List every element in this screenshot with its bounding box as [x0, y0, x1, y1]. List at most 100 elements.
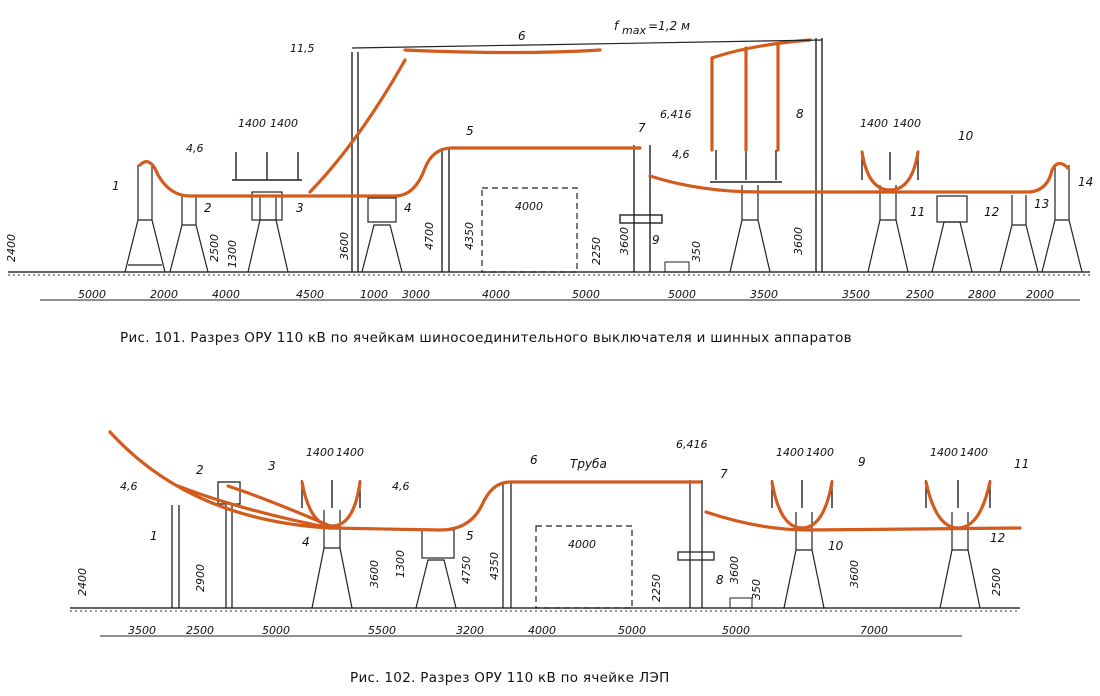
figure-101: f max =1,2 м 11,5 1 2 3 4 5 6 7 8 9 10 1… — [5, 19, 1093, 301]
height-3600-a: 3600 — [368, 560, 381, 588]
clearance-right: 4,6 — [672, 148, 690, 161]
spacing-a2: 1400 — [336, 446, 364, 459]
callout-14: 14 — [1078, 175, 1093, 189]
callout-13: 13 — [1034, 197, 1049, 211]
span-8: 5000 — [722, 624, 750, 637]
span-11: 3500 — [842, 288, 870, 301]
height-3600-b: 3600 — [728, 556, 741, 584]
height-2400: 2400 — [5, 234, 18, 262]
height-2250: 2250 — [590, 237, 603, 265]
equipment-zone-101 — [481, 187, 578, 273]
callouts-102: 1 2 3 4 5 6 7 8 9 10 11 12 — [150, 453, 1029, 587]
cable-box-101 — [664, 261, 690, 273]
overhead-span-101 — [351, 39, 823, 49]
spacing-b1: 1400 — [776, 446, 804, 459]
spacing-labels-102: 1400 1400 1400 1400 1400 1400 4,6 4,6 6,… — [120, 438, 988, 551]
sag-value: =1,2 м — [648, 19, 690, 33]
clearance-left-102: 4,6 — [120, 480, 138, 493]
spacing-left-b: 1400 — [270, 117, 298, 130]
height-3600-c: 3600 — [792, 227, 805, 255]
portal-poles-101 — [351, 38, 823, 272]
callout-5: 5 — [466, 124, 474, 138]
height-2250: 2250 — [650, 574, 663, 602]
spacing-c1: 1400 — [930, 446, 958, 459]
span-3: 4000 — [212, 288, 240, 301]
height-1300: 1300 — [394, 550, 407, 578]
span-10: 3500 — [750, 288, 778, 301]
spacing-a1: 1400 — [306, 446, 334, 459]
height-2500: 2500 — [990, 568, 1003, 596]
busbar-conductors-102 — [108, 430, 1022, 532]
callout-4: 4 — [302, 535, 310, 549]
span-6: 4000 — [528, 624, 556, 637]
sag-label: f — [614, 19, 620, 33]
clearance-left: 4,6 — [186, 142, 204, 155]
callout-8: 8 — [796, 107, 804, 121]
height-2900: 2900 — [194, 564, 207, 592]
span-1: 3500 — [128, 624, 156, 637]
callout-10: 10 — [828, 539, 844, 553]
height-labels-101: 2400 2500 1300 3600 4700 4350 2250 3600 … — [5, 222, 805, 268]
spacing-c2: 1400 — [960, 446, 988, 459]
dimension-chain-101: 5000 2000 4000 4500 1000 3000 4000 5000 … — [40, 288, 1080, 301]
span-3: 5000 — [262, 624, 290, 637]
callout-3: 3 — [268, 459, 276, 473]
callout-6: 6 — [530, 453, 538, 467]
callout-12: 12 — [984, 205, 999, 219]
span-14: 2000 — [1026, 288, 1054, 301]
pipe-label: Труба — [570, 457, 607, 471]
sag-sub: max — [622, 24, 646, 37]
callout-6: 6 — [518, 29, 526, 43]
figure-102-caption: Рис. 102. Разрез ОРУ 110 кВ по ячейке ЛЭ… — [350, 670, 670, 686]
equipment-zone-102 — [535, 525, 633, 609]
callout-12: 12 — [990, 531, 1005, 545]
span-6: 3000 — [402, 288, 430, 301]
callout-2: 2 — [204, 201, 212, 215]
height-4350: 4350 — [488, 552, 501, 580]
span-2: 2000 — [150, 288, 178, 301]
height-4700: 4700 — [423, 222, 436, 250]
span-13: 2800 — [968, 288, 996, 301]
callout-7: 7 — [638, 121, 646, 135]
zone-width: 4000 — [515, 200, 543, 213]
height-3600-c: 3600 — [848, 560, 861, 588]
callout-5: 5 — [466, 529, 474, 543]
span-7: 5000 — [618, 624, 646, 637]
span-12: 2500 — [906, 288, 934, 301]
apparatus-supports-102 — [311, 510, 981, 609]
span-8: 5000 — [572, 288, 600, 301]
callout-8: 8 — [716, 573, 724, 587]
height-3600-b: 3600 — [618, 227, 631, 255]
height-labels-102: 2400 2900 3600 1300 4750 4350 2250 3600 … — [76, 550, 1003, 602]
zone-width-102: 4000 — [568, 538, 596, 551]
height-350: 350 — [690, 241, 703, 262]
span-4: 5500 — [368, 624, 396, 637]
busbar-conductors-101 — [138, 38, 1070, 198]
span-9: 7000 — [860, 624, 888, 637]
span-7: 4000 — [482, 288, 510, 301]
callout-9: 9 — [652, 233, 660, 247]
callout-11: 11 — [1014, 457, 1029, 471]
apparatus-supports-101 — [124, 165, 1083, 273]
height-3600-a: 3600 — [338, 232, 351, 260]
spacing-right-a: 1400 — [860, 117, 888, 130]
height-4750: 4750 — [460, 556, 473, 584]
clearance-mid-102: 4,6 — [392, 480, 410, 493]
callout-4: 4 — [404, 201, 412, 215]
spacing-labels-101: 1400 1400 1400 1400 4,6 4,6 6,416 4000 — [186, 108, 921, 213]
spacing-left-a: 1400 — [238, 117, 266, 130]
callout-9: 9 — [858, 455, 866, 469]
figure-102: Труба 1 2 3 4 5 6 7 8 9 10 11 12 1400 14… — [70, 430, 1029, 637]
height-2400: 2400 — [76, 568, 89, 596]
callout-10: 10 — [958, 129, 974, 143]
height-2500: 2500 — [208, 234, 221, 262]
span-2: 2500 — [186, 624, 214, 637]
height-4350: 4350 — [463, 222, 476, 250]
callout-1: 1 — [150, 529, 158, 543]
span-5: 3200 — [456, 624, 484, 637]
height-1300: 1300 — [226, 240, 239, 268]
figure-101-caption: Рис. 101. Разрез ОРУ 110 кВ по ячейкам ш… — [120, 330, 852, 346]
callout-7: 7 — [720, 467, 728, 481]
spacing-b2: 1400 — [806, 446, 834, 459]
